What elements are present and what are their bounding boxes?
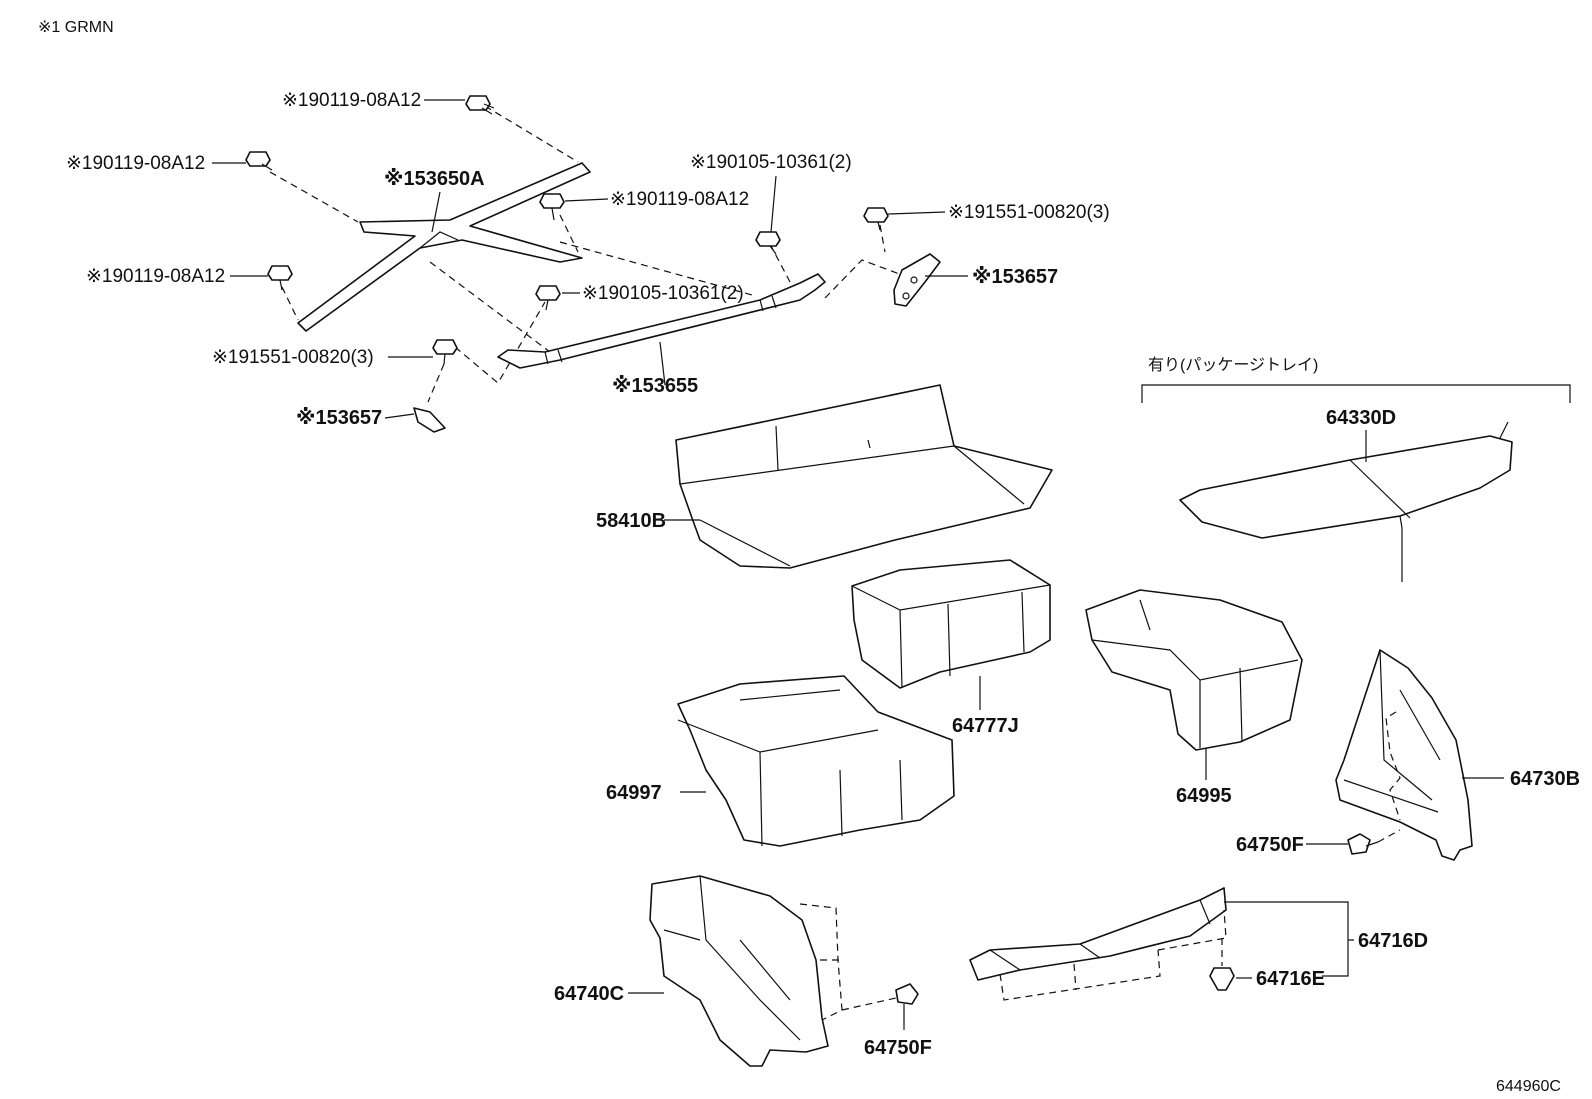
label-bracket-left: ※153657 (296, 407, 382, 429)
bracket-left[interactable] (413, 407, 446, 433)
bolt-icon[interactable] (432, 339, 458, 365)
label-sill: 64716D (1358, 930, 1428, 952)
label-tray: 64330D (1326, 407, 1396, 429)
clip-icon[interactable] (1209, 938, 1235, 991)
side-panel-right[interactable] (1335, 649, 1504, 861)
label-bolt-0082-right: ※191551-00820(3) (948, 202, 1110, 223)
label-panel-r: 64730B (1510, 768, 1580, 790)
bolt-icon[interactable] (245, 151, 273, 171)
sill-plate[interactable] (969, 887, 1227, 1001)
storage-box-b[interactable] (1085, 589, 1303, 780)
bolt-icon[interactable] (267, 265, 293, 291)
label-bolt-left: ※190119-08A12 (66, 153, 205, 174)
side-panel-left[interactable] (628, 875, 843, 1067)
label-box: 64777J (952, 715, 1019, 737)
label-bolt-lower-left: ※190119-08A12 (86, 266, 225, 287)
label-clip-r: 64750F (1236, 834, 1304, 856)
label-brace-a: ※153650A (384, 168, 485, 190)
brace-bar[interactable] (497, 273, 826, 369)
label-bolt-0082-left: ※191551-00820(3) (212, 347, 374, 368)
label-bracket-right: ※153657 (972, 266, 1058, 288)
label-bolt-top: ※190119-08A12 (282, 90, 421, 111)
diagram-code: 644960C (1496, 1078, 1561, 1095)
package-tray[interactable] (1179, 435, 1513, 539)
label-clip-l: 64750F (864, 1037, 932, 1059)
label-bolt-1036-top: ※190105-10361(2) (690, 152, 852, 173)
storage-box[interactable] (851, 559, 1051, 710)
x-brace[interactable] (297, 162, 591, 332)
deck-cover[interactable] (664, 384, 1053, 569)
header-note: ※1 GRMN (38, 19, 114, 36)
package-tray-group (1141, 384, 1571, 582)
group-label: 有り(パッケージトレイ) (1148, 356, 1318, 374)
label-clip-sill: 64716E (1256, 968, 1325, 990)
label-box-c: 64997 (606, 782, 662, 804)
label-brace-bar: ※153655 (612, 375, 698, 397)
clip-icon[interactable] (1347, 829, 1401, 855)
rear-brace-group (212, 95, 968, 433)
label-bolt-mid: ※190119-08A12 (610, 189, 749, 210)
storage-box-c[interactable] (677, 675, 955, 847)
bolt-icon[interactable] (863, 207, 889, 231)
label-cover: 58410B (596, 510, 666, 532)
bolt-icon[interactable] (535, 285, 561, 311)
bolt-icon[interactable] (465, 95, 495, 115)
bolt-icon[interactable] (539, 193, 565, 221)
label-bolt-1036-mid: ※190105-10361(2) (582, 283, 744, 304)
label-panel-l: 64740C (554, 983, 624, 1005)
label-box-b: 64995 (1176, 785, 1232, 807)
bolt-icon[interactable] (755, 231, 781, 255)
clip-icon[interactable] (841, 983, 919, 1020)
